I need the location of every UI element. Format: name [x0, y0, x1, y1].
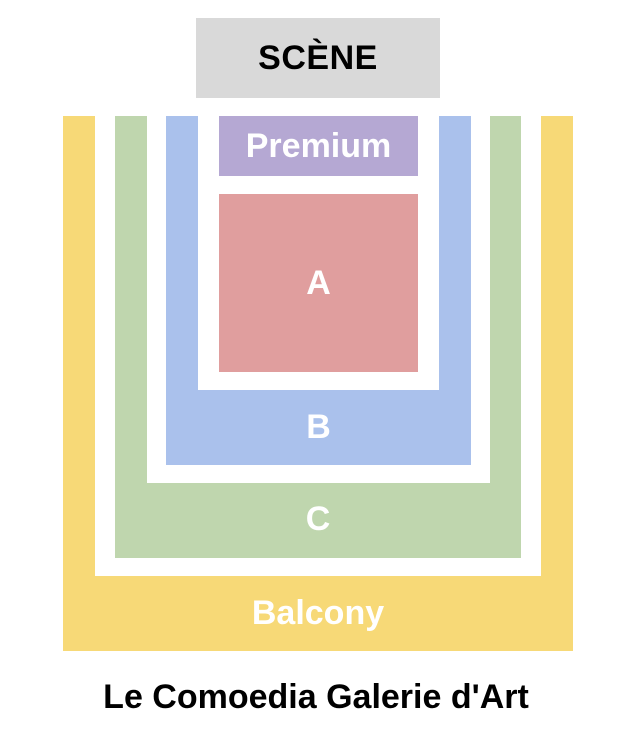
section-premium[interactable]: Premium [219, 116, 418, 176]
section-c-label: C [305, 500, 331, 538]
stage-label: SCÈNE [258, 38, 378, 77]
venue-name: Le Comoedia Galerie d'Art [103, 678, 529, 716]
section-a-label: A [306, 264, 331, 302]
section-balcony-label: Balcony [251, 594, 385, 632]
section-premium-label: Premium [245, 127, 392, 165]
stage: SCÈNE [196, 18, 440, 98]
section-a[interactable]: A [219, 194, 418, 372]
section-b-label: B [306, 408, 331, 446]
